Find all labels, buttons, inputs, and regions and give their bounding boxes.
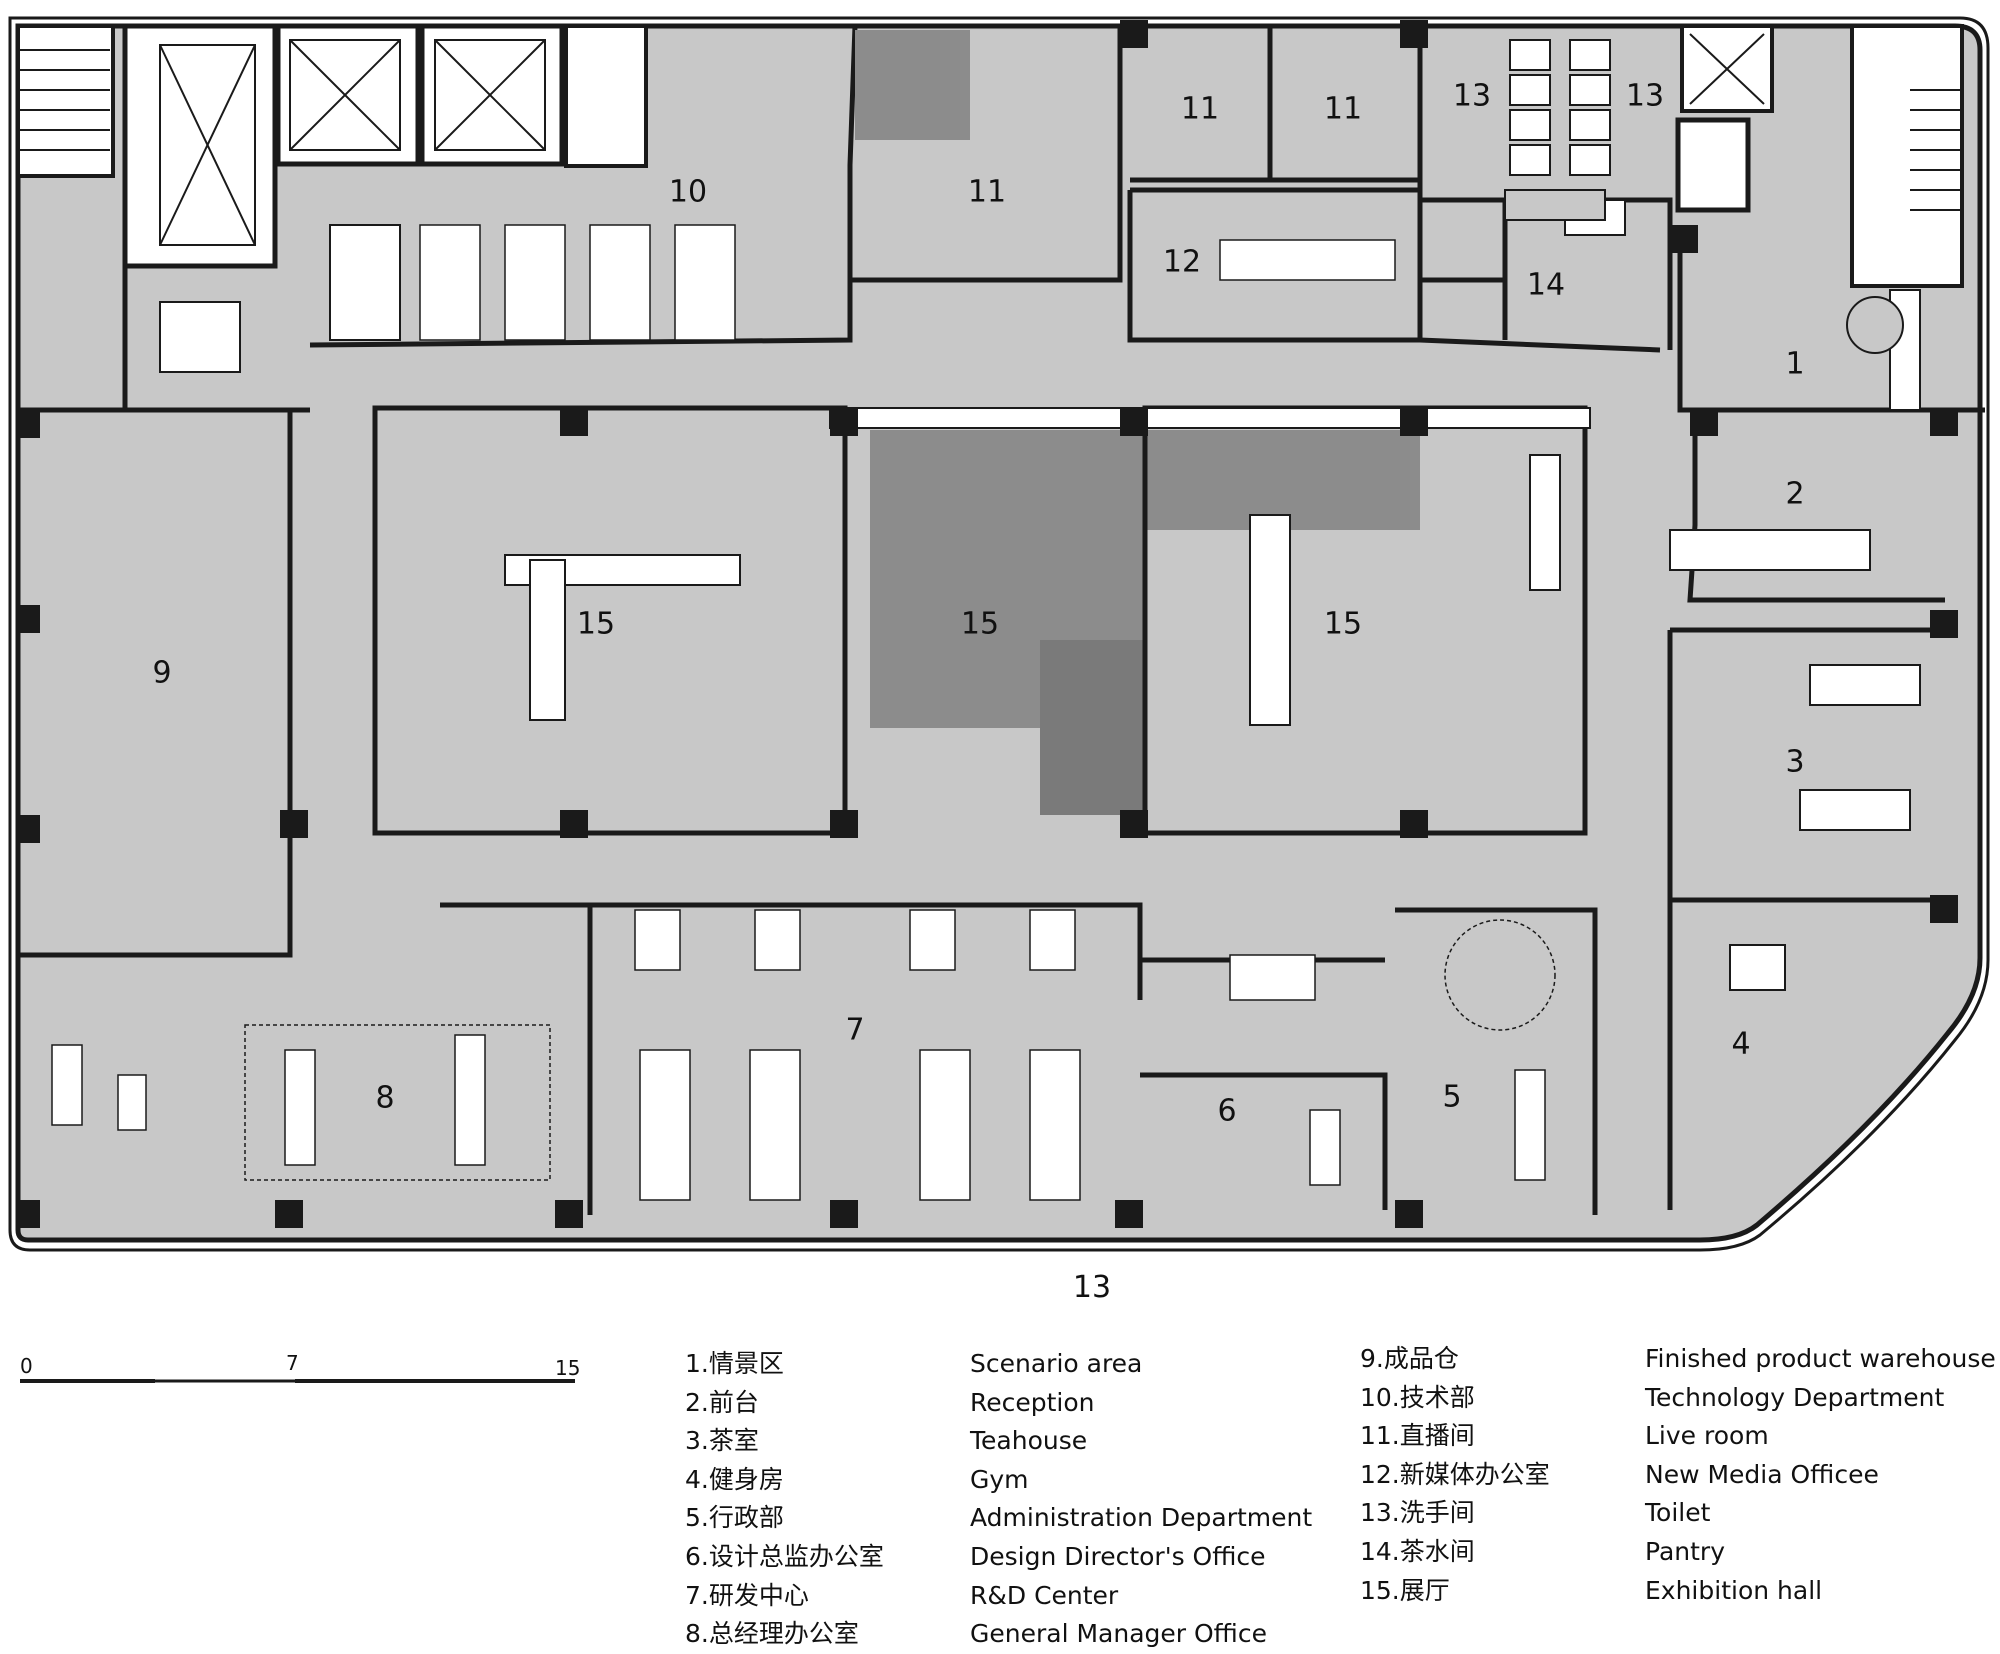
label-room-13b: 13 bbox=[1626, 79, 1664, 114]
legend-item: 12.新媒体办公室 bbox=[1360, 1459, 1550, 1489]
legend-item: 3.茶室 bbox=[685, 1426, 759, 1456]
legend-item: 11.直播间 bbox=[1360, 1421, 1475, 1451]
label-room-1: 1 bbox=[1785, 347, 1804, 382]
legend-item: 6.设计总监办公室 bbox=[685, 1541, 884, 1571]
legend-item: 13.洗手间 bbox=[1360, 1498, 1475, 1528]
legend-item: Reception bbox=[970, 1387, 1095, 1417]
exhibition-left bbox=[372, 405, 848, 836]
legend-item: R&D Center bbox=[970, 1580, 1119, 1610]
label-room-6: 6 bbox=[1217, 1094, 1236, 1129]
elevator-2 bbox=[275, 23, 421, 167]
legend-item: Design Director's Office bbox=[970, 1541, 1266, 1571]
legend-item: Toilet bbox=[1645, 1498, 1711, 1528]
legend-col2-en: Finished product warehouse Technology De… bbox=[1645, 1340, 1996, 1610]
label-room-15a: 15 bbox=[577, 607, 615, 642]
legend-item: Gym bbox=[970, 1464, 1029, 1494]
label-room-15c: 15 bbox=[1324, 607, 1362, 642]
legend-item: 4.健身房 bbox=[685, 1464, 784, 1494]
legend-item: 15.展厅 bbox=[1360, 1575, 1450, 1605]
legend-col1-en: Scenario area Reception Teahouse Gym Adm… bbox=[970, 1345, 1312, 1654]
label-room-15b: 15 bbox=[961, 607, 999, 642]
bottom-label: 13 bbox=[1073, 1270, 1111, 1300]
label-room-3: 3 bbox=[1785, 745, 1804, 780]
legend-item: New Media Officee bbox=[1645, 1459, 1879, 1489]
label-room-11c: 11 bbox=[1324, 92, 1362, 127]
scale-start: 0 bbox=[20, 1354, 33, 1378]
label-room-11b: 11 bbox=[1181, 92, 1219, 127]
label-room-5: 5 bbox=[1442, 1080, 1461, 1115]
label-room-11a: 11 bbox=[968, 175, 1006, 210]
legend-item: 7.研发中心 bbox=[685, 1580, 809, 1610]
scale-bar: 0 7 15 bbox=[20, 1351, 580, 1383]
legend-item: Pantry bbox=[1645, 1536, 1725, 1566]
legend-item: 8.总经理办公室 bbox=[685, 1619, 859, 1649]
scale-end: 15 bbox=[555, 1356, 580, 1380]
label-room-10: 10 bbox=[669, 175, 707, 210]
legend-item: 10.技术部 bbox=[1360, 1382, 1475, 1412]
legend-item: Teahouse bbox=[970, 1426, 1088, 1456]
legend-item: 14.茶水间 bbox=[1360, 1536, 1475, 1566]
scale-mid: 7 bbox=[286, 1351, 299, 1375]
legend-item: General Manager Office bbox=[970, 1619, 1267, 1649]
floor-plan: 1 2 3 4 5 6 7 8 9 10 11 11 11 12 13 13 1… bbox=[8, 16, 1990, 1300]
legend-item: Administration Department bbox=[970, 1503, 1313, 1533]
legend-item: Exhibition hall bbox=[1645, 1575, 1823, 1605]
legend-item: Finished product warehouse bbox=[1645, 1344, 1996, 1373]
legend-item: 1.情景区 bbox=[685, 1349, 784, 1378]
label-room-9: 9 bbox=[152, 656, 171, 691]
legend-item: Scenario area bbox=[970, 1349, 1143, 1378]
stair-right bbox=[1850, 24, 1964, 288]
legend-item: Live room bbox=[1645, 1421, 1769, 1451]
label-room-12: 12 bbox=[1163, 245, 1201, 280]
legend-col2-cn: 9.成品仓 10.技术部 11.直播间 12.新媒体办公室 13.洗手间 14.… bbox=[1360, 1340, 1550, 1610]
label-room-7: 7 bbox=[845, 1013, 864, 1048]
label-room-8: 8 bbox=[375, 1081, 394, 1116]
legend-item: 2.前台 bbox=[685, 1387, 759, 1417]
legend-item: 5.行政部 bbox=[685, 1503, 784, 1533]
label-room-13a: 13 bbox=[1453, 79, 1491, 114]
legend-item: 9.成品仓 bbox=[1360, 1344, 1459, 1373]
legend-item: Technology Department bbox=[1645, 1382, 1945, 1412]
stair-left bbox=[16, 24, 115, 178]
label-room-2: 2 bbox=[1785, 477, 1804, 512]
elevator-1 bbox=[122, 23, 278, 269]
label-room-14: 14 bbox=[1527, 268, 1565, 303]
legend-col1-cn: 1.情景区 2.前台 3.茶室 4.健身房 5.行政部 6.设计总监办公室 7.… bbox=[685, 1345, 884, 1654]
label-room-4: 4 bbox=[1731, 1027, 1750, 1062]
